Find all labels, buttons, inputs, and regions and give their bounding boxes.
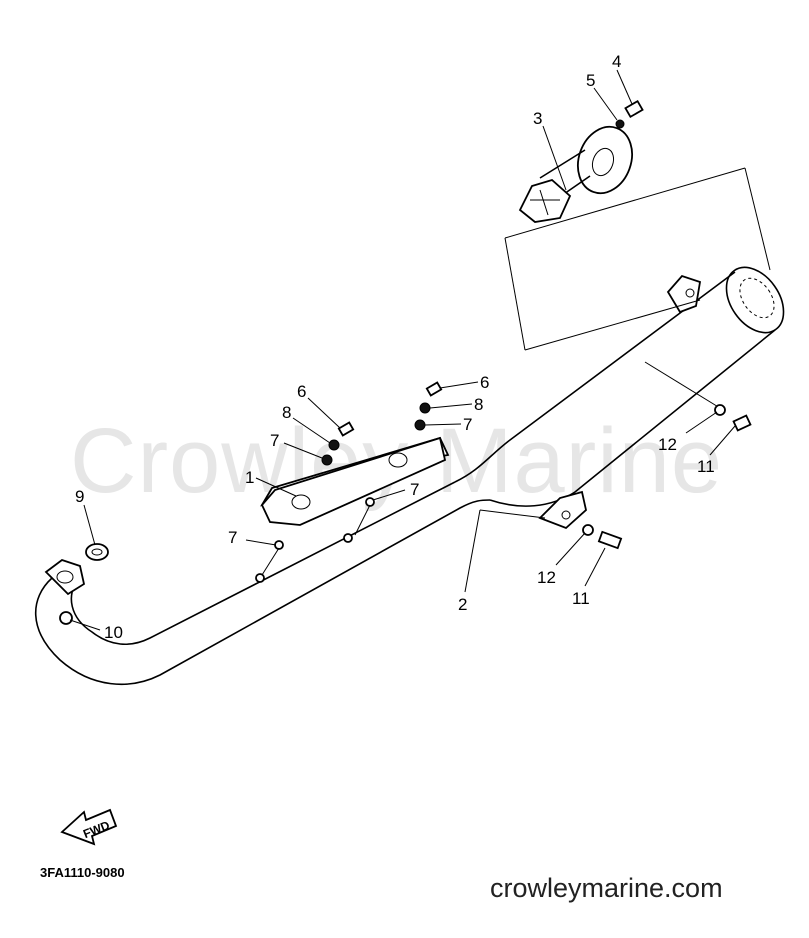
diagram-code: 3FA1110-9080 (40, 865, 125, 880)
callout-8a: 8 (282, 403, 291, 422)
callout-2: 2 (458, 595, 467, 614)
callout-5: 5 (586, 71, 595, 90)
callout-3: 3 (533, 109, 542, 128)
callout-1: 1 (245, 468, 254, 487)
callouts: 4 5 3 6 6 8 8 7 7 7 7 1 9 10 2 12 11 12 … (75, 52, 715, 642)
site-url: crowleymarine.com (490, 873, 723, 903)
callout-4: 4 (612, 52, 621, 71)
callout-7a: 7 (270, 431, 279, 450)
exhaust-pipe-muffler (34, 266, 785, 685)
callout-7b: 7 (463, 415, 472, 434)
callout-11a: 11 (697, 457, 715, 476)
callout-9: 9 (75, 487, 84, 506)
callout-12a: 12 (658, 435, 677, 454)
callout-6b: 6 (480, 373, 489, 392)
callout-11b: 11 (572, 589, 590, 608)
callout-12b: 12 (537, 568, 556, 587)
hardware (59, 99, 752, 625)
callout-10: 10 (104, 623, 123, 642)
callout-8b: 8 (474, 395, 483, 414)
leader-lines (69, 69, 736, 631)
callout-7d: 7 (228, 528, 237, 547)
heat-protector (260, 436, 450, 526)
fwd-arrow: FWD (60, 808, 118, 846)
callout-6a: 6 (297, 382, 306, 401)
spark-arrester (504, 125, 771, 351)
callout-7c: 7 (410, 480, 419, 499)
